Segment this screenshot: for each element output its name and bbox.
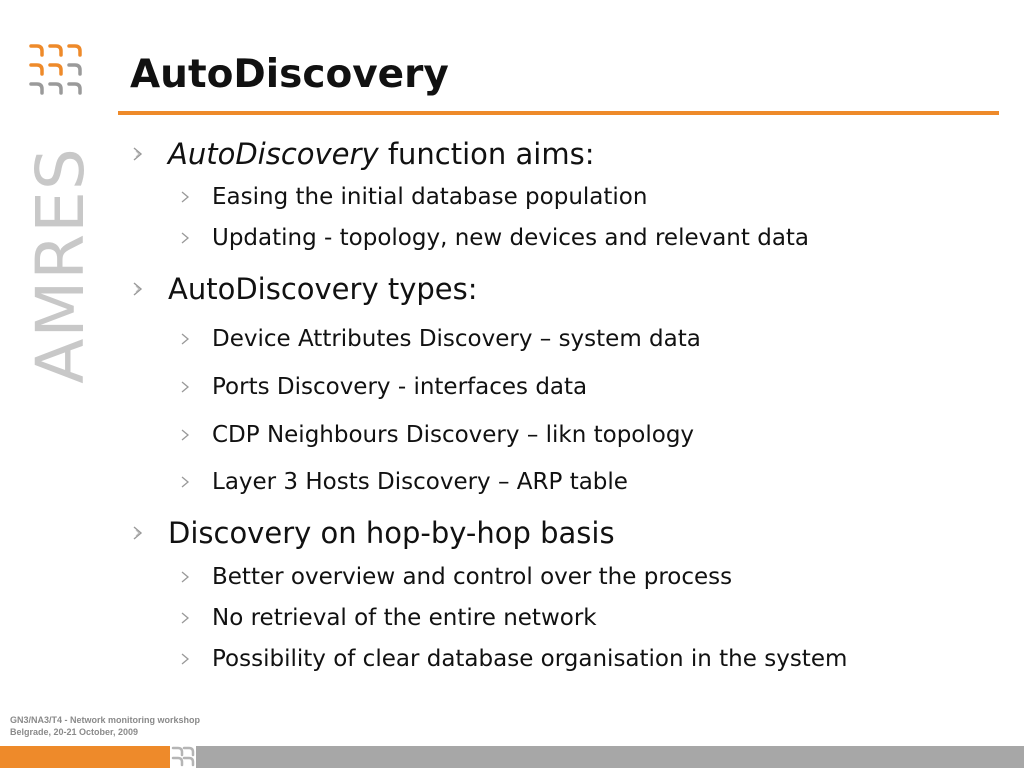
bottom-bar-accent — [0, 746, 170, 768]
sub-bullet-item: Possibility of clear database organisati… — [180, 646, 847, 672]
sub-bullet-item: Easing the initial database population — [180, 184, 647, 210]
chevron-bullet-icon — [132, 526, 168, 540]
sub-bullet-text: Layer 3 Hosts Discovery – ARP table — [212, 469, 628, 495]
sub-bullet-item: Layer 3 Hosts Discovery – ARP table — [180, 469, 628, 495]
chevron-bullet-icon — [180, 333, 212, 345]
sub-bullet-text: Ports Discovery - interfaces data — [212, 374, 588, 400]
chevron-bullet-icon — [132, 282, 168, 296]
footer-event: GN3/NA3/T4 - Network monitoring workshop — [10, 715, 201, 725]
chevron-bullet-icon — [180, 571, 212, 583]
bullet-item: AutoDiscovery types: — [132, 272, 477, 306]
brand-watermark: AMRES — [22, 140, 99, 390]
amres-logo-icon — [29, 44, 82, 95]
chevron-bullet-icon — [180, 191, 212, 203]
bullet-text: AutoDiscovery types: — [168, 272, 478, 306]
sub-bullet-item: Better overview and control over the pro… — [180, 564, 732, 590]
title-underline — [118, 111, 999, 115]
sub-bullet-text: No retrieval of the entire network — [212, 605, 597, 631]
bullet-text: Discovery on hop-by-hop basis — [168, 516, 615, 550]
sub-bullet-text: Updating - topology, new devices and rel… — [212, 225, 810, 251]
sub-bullet-item: CDP Neighbours Discovery – likn topology — [180, 422, 694, 448]
sub-bullet-item: Ports Discovery - interfaces data — [180, 374, 587, 400]
sub-bullet-text: Device Attributes Discovery – system dat… — [212, 326, 701, 352]
sub-bullet-item: Updating - topology, new devices and rel… — [180, 225, 809, 251]
sub-bullet-text: CDP Neighbours Discovery – likn topology — [212, 422, 695, 448]
chevron-bullet-icon — [180, 653, 212, 665]
chevron-bullet-icon — [180, 429, 212, 441]
sub-bullet-item: Device Attributes Discovery – system dat… — [180, 326, 701, 352]
bullet-text: AutoDiscovery function aims: — [168, 137, 594, 171]
slide-title: AutoDiscovery — [130, 52, 449, 97]
bullet-item: Discovery on hop-by-hop basis — [132, 516, 615, 550]
chevron-bullet-icon — [180, 381, 212, 393]
bullet-item: AutoDiscovery function aims: — [132, 137, 594, 171]
footer-date: Belgrade, 20-21 October, 2009 — [10, 727, 139, 737]
chevron-bullet-icon — [180, 232, 212, 244]
sub-bullet-text: Better overview and control over the pro… — [212, 564, 733, 590]
bullet-text-rest: function aims: — [378, 137, 595, 171]
sub-bullet-text: Easing the initial database population — [212, 184, 648, 210]
bullet-emphasis: AutoDiscovery — [168, 137, 379, 171]
bottom-bar — [190, 746, 1024, 768]
chevron-bullet-icon — [180, 476, 212, 488]
footer: GN3/NA3/T4 - Network monitoring workshop… — [10, 714, 200, 738]
sub-bullet-item: No retrieval of the entire network — [180, 605, 597, 631]
sub-bullet-text: Possibility of clear database organisati… — [212, 646, 848, 672]
bottom-logo-icon — [170, 743, 196, 768]
chevron-bullet-icon — [132, 147, 168, 161]
brand-text: AMRES — [21, 146, 99, 384]
chevron-bullet-icon — [180, 612, 212, 624]
